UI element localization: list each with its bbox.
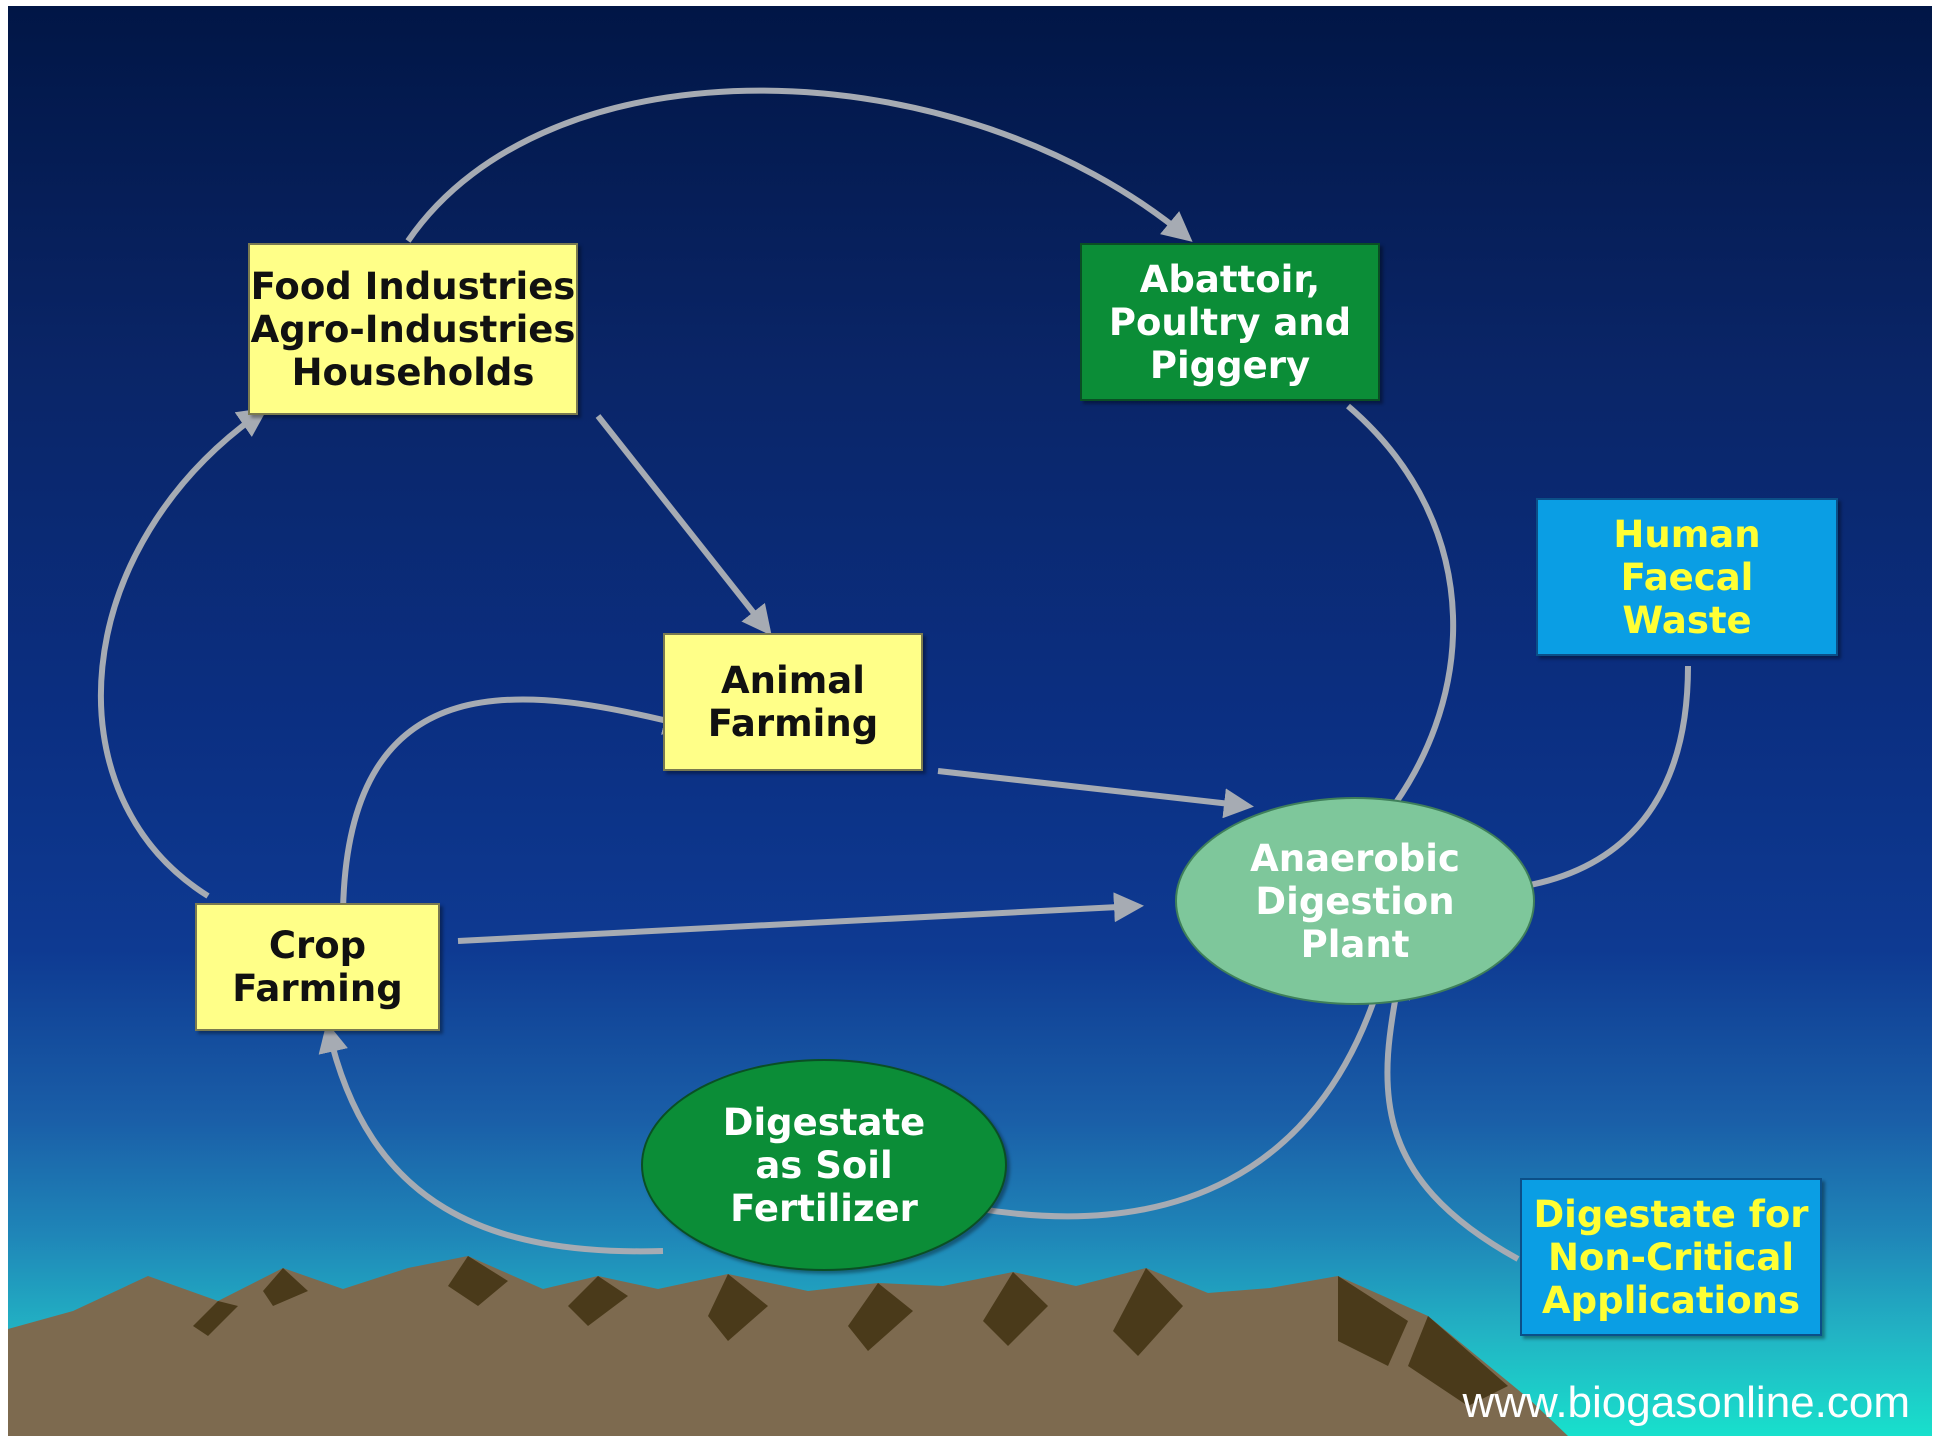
arrow-crop-to-plant — [457, 892, 1144, 944]
source-credit: www.biogasonline.com — [1462, 1378, 1910, 1427]
arrow-digestate-to-crop — [318, 1022, 664, 1255]
mountain-shadows — [193, 1256, 1508, 1406]
node-food-industries: Food Industries Agro-Industries Househol… — [248, 243, 578, 415]
node-anaerobic-digestion-plant: Anaerobic Digestion Plant — [1175, 797, 1535, 1005]
node-digestate-non-critical: Digestate for Non-Critical Applications — [1520, 1178, 1822, 1336]
diagram-canvas: Food Industries Agro-Industries Househol… — [8, 6, 1932, 1436]
arrow-crop-to-food — [97, 407, 268, 899]
mountain-scenery — [8, 1256, 1568, 1436]
node-digestate-soil-fertilizer: Digestate as Soil Fertilizer — [641, 1059, 1007, 1271]
arrow-crop-to-animal — [340, 696, 694, 912]
node-crop-farming: Crop Farming — [195, 903, 440, 1031]
arrow-abattoir-to-plant — [1346, 403, 1457, 831]
arrow-plant-to-digestate — [932, 1001, 1376, 1221]
flow-arrows — [97, 87, 1691, 1262]
arrow-food-to-animal — [595, 414, 772, 636]
arrow-food-to-abattoir — [405, 87, 1193, 243]
arrow-noncritical-to-plant — [1380, 968, 1520, 1262]
node-animal-farming: Animal Farming — [663, 633, 923, 771]
node-abattoir: Abattoir, Poultry and Piggery — [1080, 243, 1380, 401]
node-human-faecal-waste: Human Faecal Waste — [1536, 498, 1838, 656]
arrow-animal-to-plant — [937, 768, 1254, 819]
